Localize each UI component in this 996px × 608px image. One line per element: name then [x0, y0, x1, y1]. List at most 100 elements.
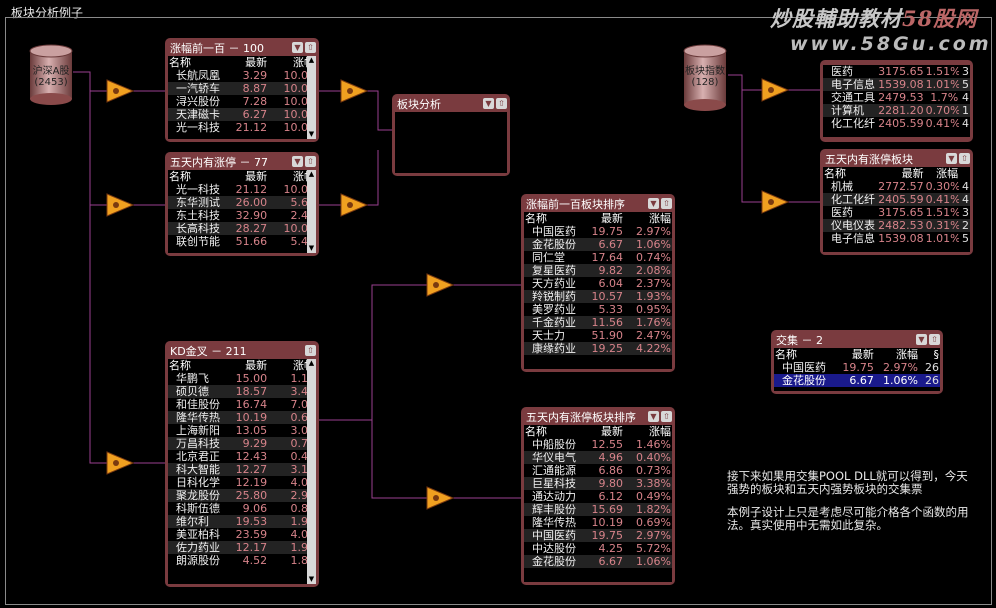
column-header[interactable]: 名称 — [169, 170, 191, 183]
filter-node-icon[interactable] — [106, 193, 134, 217]
filter-node-icon[interactable] — [426, 486, 454, 510]
scrollbar[interactable]: ▲▼ — [307, 56, 316, 139]
expand-icon[interactable]: ⇧ — [929, 334, 940, 345]
dropdown-icon[interactable]: ▼ — [648, 198, 659, 209]
filter-node-icon[interactable] — [761, 78, 789, 102]
column-header[interactable]: 最新 — [601, 425, 623, 438]
scroll-down-icon[interactable]: ▼ — [308, 130, 315, 138]
expand-icon[interactable]: ⇧ — [661, 198, 672, 209]
source-cylinder-left[interactable]: 沪深A股 (2453) — [29, 44, 73, 106]
filter-node-icon[interactable] — [426, 273, 454, 297]
scroll-up-icon[interactable]: ▲ — [308, 56, 315, 64]
filter-node-icon[interactable] — [106, 451, 134, 475]
column-header[interactable]: 名称 — [525, 425, 547, 438]
expand-icon[interactable]: ⇧ — [305, 345, 316, 356]
filter-node-icon[interactable] — [761, 190, 789, 214]
dropdown-icon[interactable]: ▼ — [483, 98, 494, 109]
dropdown-icon[interactable]: ▼ — [292, 42, 303, 53]
scroll-down-icon[interactable]: ▼ — [308, 244, 315, 252]
dropdown-icon[interactable]: ▼ — [292, 156, 303, 167]
scrollbar[interactable]: ▲▼ — [307, 170, 316, 253]
column-header[interactable]: § — [933, 348, 940, 361]
filter-node-icon[interactable] — [340, 193, 368, 217]
column-header[interactable]: 最新 — [601, 212, 623, 225]
column-header[interactable]: 涨幅 — [936, 167, 959, 180]
column-header[interactable]: 名称 — [824, 167, 846, 180]
column-header[interactable]: 涨幅 — [649, 425, 671, 438]
expand-icon[interactable]: ⇧ — [959, 153, 970, 164]
filter-node-icon[interactable] — [340, 79, 368, 103]
dropdown-icon[interactable]: ▼ — [916, 334, 927, 345]
column-header[interactable]: 名称 — [169, 56, 191, 69]
scroll-up-icon[interactable]: ▲ — [308, 359, 315, 367]
dropdown-icon[interactable]: ▼ — [648, 411, 659, 422]
column-header[interactable]: 名称 — [775, 348, 797, 361]
column-header[interactable]: 涨幅 — [895, 348, 918, 361]
panel-sector-analysis[interactable]: 板块分析 ▼⇧ — [392, 94, 510, 176]
column-header[interactable]: 最新 — [245, 359, 268, 372]
scrollbar[interactable]: ▲▼ — [307, 359, 316, 584]
dropdown-icon[interactable]: ▼ — [946, 153, 957, 164]
expand-icon[interactable]: ⇧ — [305, 156, 316, 167]
scroll-up-icon[interactable]: ▲ — [308, 170, 315, 178]
scroll-down-icon[interactable]: ▼ — [308, 575, 315, 583]
column-header[interactable]: 最新 — [901, 167, 924, 180]
column-header[interactable]: 最新 — [851, 348, 874, 361]
expand-icon[interactable]: ⇧ — [305, 42, 316, 53]
expand-icon[interactable]: ⇧ — [661, 411, 672, 422]
filter-node-icon[interactable] — [106, 79, 134, 103]
